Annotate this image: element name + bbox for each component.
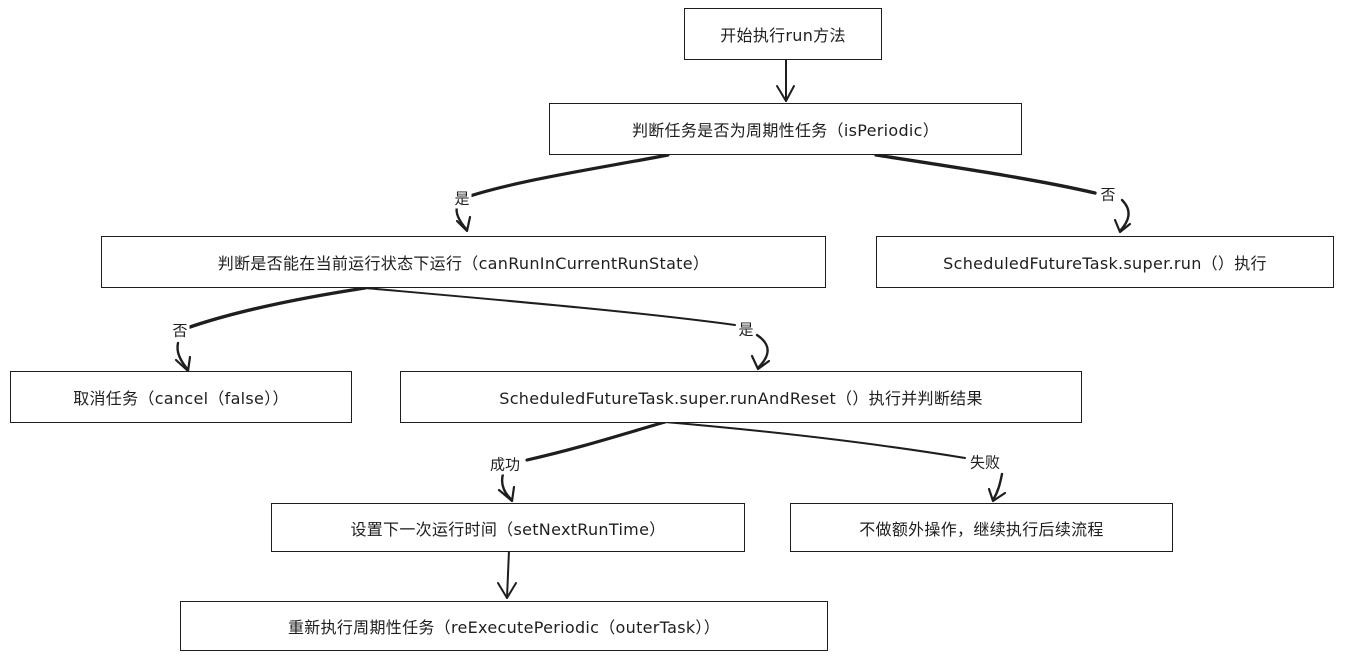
edge-canrun-no <box>188 286 367 329</box>
edge-label-periodic-no: 否 <box>1098 183 1118 205</box>
node-can-run: 判断是否能在当前运行状态下运行（canRunInCurrentRunState） <box>101 236 826 288</box>
arrowhead <box>497 582 517 599</box>
edge-failure-tail <box>991 472 1004 502</box>
edge-periodic-yes <box>468 153 670 198</box>
node-no-extra-op-label: 不做额外操作，继续执行后续流程 <box>859 519 1104 539</box>
edge-label-canrun-no: 否 <box>170 319 190 341</box>
node-super-run-label: ScheduledFutureTask.super.run（）执行 <box>943 254 1267 273</box>
arrowhead <box>1113 218 1132 234</box>
edge-next-to-reexecute <box>506 549 510 599</box>
edge-failure <box>664 421 966 459</box>
arrowhead <box>455 215 472 233</box>
node-is-periodic-label: 判断任务是否为周期性任务（isPeriodic） <box>631 121 940 140</box>
edge-canrun-yes-tail <box>755 333 769 370</box>
arrowhead <box>987 487 1007 503</box>
node-is-periodic: 判断任务是否为周期性任务（isPeriodic） <box>549 103 1022 155</box>
edge-label-success: 成功 <box>487 453 523 475</box>
node-set-next-run: 设置下一次运行时间（setNextRunTime） <box>271 503 745 552</box>
node-super-run: ScheduledFutureTask.super.run（）执行 <box>876 236 1334 288</box>
edge-periodic-no-tail <box>1118 198 1130 233</box>
node-cancel-label: 取消任务（cancel（false）） <box>73 389 289 408</box>
edge-periodic-no <box>874 153 1097 195</box>
node-re-execute: 重新执行周期性任务（reExecutePeriodic（outerTask）） <box>180 601 828 651</box>
node-run-and-reset-label: ScheduledFutureTask.super.runAndReset（）执… <box>499 389 983 408</box>
node-start-label: 开始执行run方法 <box>720 26 846 45</box>
arrowhead <box>776 85 795 102</box>
node-no-extra-op: 不做额外操作，继续执行后续流程 <box>790 503 1173 552</box>
node-start: 开始执行run方法 <box>684 8 882 60</box>
edge-label-canrun-yes: 是 <box>736 318 756 340</box>
edge-label-failure: 失败 <box>967 451 1003 473</box>
node-can-run-label: 判断是否能在当前运行状态下运行（canRunInCurrentRunState） <box>217 254 710 273</box>
edge-label-periodic-yes: 是 <box>452 187 472 209</box>
node-set-next-run-label: 设置下一次运行时间（setNextRunTime） <box>350 519 666 539</box>
edge-canrun-no-tail <box>176 341 190 372</box>
node-cancel: 取消任务（cancel（false）） <box>10 371 352 423</box>
arrowhead <box>750 354 771 371</box>
edge-success <box>525 420 667 462</box>
edge-canrun-yes <box>364 287 736 326</box>
node-re-execute-label: 重新执行周期性任务（reExecutePeriodic（outerTask）） <box>287 618 721 637</box>
node-run-and-reset: ScheduledFutureTask.super.runAndReset（）执… <box>400 371 1082 423</box>
arrowhead <box>497 485 516 503</box>
